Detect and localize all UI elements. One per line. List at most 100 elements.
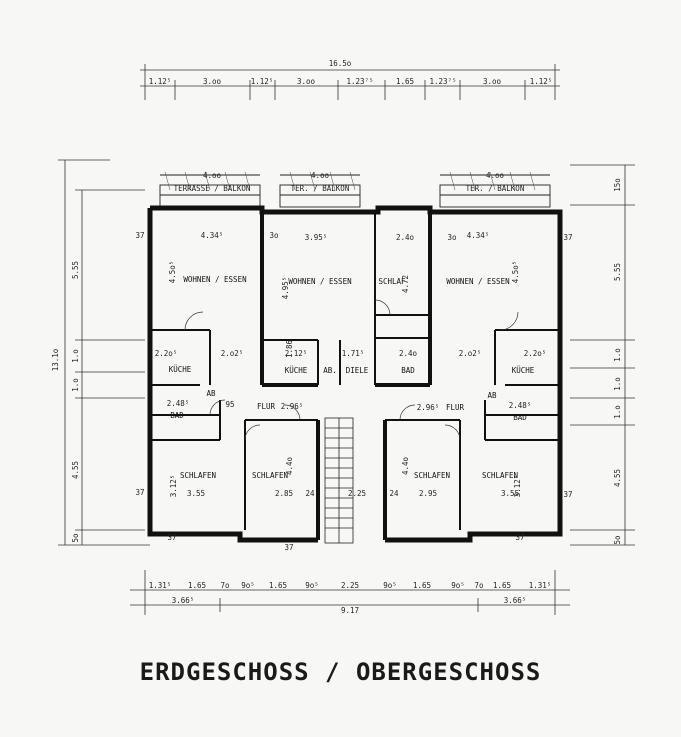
room-kueche-left: KÜCHE (169, 365, 192, 374)
left-dim-2: 1.o (71, 349, 80, 363)
balcony-3-label: TER. / BALKON (466, 184, 525, 193)
room-ab-right: AB (487, 391, 497, 400)
room-schlaf-mid: SCHLAF (378, 277, 406, 286)
top-dim-6: 1.65 (396, 77, 414, 86)
dim-s1: 2.4o (396, 233, 415, 242)
dim-k2: 2.12⁵ (285, 349, 308, 358)
dim-bad2: 2.48⁵ (509, 401, 532, 410)
left-dim-5: 5o (71, 533, 80, 543)
bottom-dim-11: 7o (474, 581, 484, 590)
dim-k1: 2.2o⁵ (155, 349, 178, 358)
wall-note-9: 24 (389, 489, 399, 498)
top-dimension-chain (140, 64, 560, 100)
dim-k3: 2.o2⁵ (459, 349, 482, 358)
door-swings (184, 299, 519, 441)
right-dimension-chain (570, 164, 635, 546)
page-title: ERDGESCHOSS / OBERGESCHOSS (139, 658, 542, 686)
wall-note-1: 37 (135, 231, 144, 240)
top-dim-2: 3.oo (203, 77, 222, 86)
bottom-dim-1: 1.31⁵ (149, 581, 172, 590)
dim-sl1h: 3.12⁵ (169, 475, 178, 498)
top-total-dim: 16.5o (329, 59, 352, 68)
top-dim-8: 3.oo (483, 77, 502, 86)
bottom-dim-10: 9o⁵ (451, 581, 465, 590)
right-dim-4: 1.o (613, 377, 622, 391)
dim-flur2: 2.96⁵ (417, 403, 440, 412)
balcony-1-width: 4.oo (203, 171, 222, 180)
room-diele: DIELE (346, 366, 369, 375)
dim-diele: 1.71⁵ (342, 349, 365, 358)
left-dim-1: 5.55 (71, 261, 80, 279)
room-flur-right: FLUR (446, 403, 465, 412)
room-schlafen-1: SCHLAFEN (180, 471, 216, 480)
wall-note-8: 24 (305, 489, 315, 498)
room-ab-mid: AB. (323, 366, 337, 375)
right-dim-6: 4.55 (613, 469, 622, 487)
dim-w3h: 4.5o⁵ (511, 261, 520, 284)
bottom-dim-8: 9o⁵ (383, 581, 397, 590)
right-dim-1: 15o (613, 178, 622, 192)
wall-note-6: 37 (284, 543, 293, 552)
dim-w3: 4.34⁵ (467, 231, 490, 240)
bottom-dimension-chain (130, 570, 570, 615)
top-dim-3: 1.12⁵ (251, 77, 274, 86)
balcony-2-label: TER. / BALKON (291, 184, 350, 193)
dim-w1h: 4.5o⁵ (168, 261, 177, 284)
left-dimension-chain (58, 159, 150, 546)
dim-w1: 4.34⁵ (201, 231, 224, 240)
bottom-dim-4: 9o⁵ (241, 581, 255, 590)
dim-k3b: 2.2o⁵ (524, 349, 547, 358)
top-dim-5: 1.23⁷⁵ (346, 77, 373, 86)
bottom-dim-3: 7o (220, 581, 230, 590)
top-dim-7: 1.23⁷⁵ (429, 77, 456, 86)
main-interior-walls (260, 212, 432, 540)
dim-flur1: 2.96⁵ (281, 402, 304, 411)
room-kueche-right: KÜCHE (512, 366, 535, 375)
bottom-dim-14: 3.66⁵ (172, 596, 195, 605)
left-dim-4: 4.55 (71, 461, 80, 479)
dim-sl1: 3.55 (187, 489, 205, 498)
outer-walls (147, 205, 563, 543)
bottom-dim-16: 3.66⁵ (504, 596, 527, 605)
balcony-hatching (164, 171, 536, 191)
room-wohnen-mid: WOHNEN / ESSEN (288, 277, 351, 286)
dim-w2: 3.95⁵ (305, 233, 328, 242)
dim-sl4h: 3.12⁵ (513, 475, 522, 498)
room-wohnen-left: WOHNEN / ESSEN (183, 275, 246, 284)
room-schlafen-4: SCHLAFEN (482, 471, 518, 480)
bottom-dim-2: 1.65 (188, 581, 206, 590)
room-flur-left: FLUR (257, 402, 276, 411)
room-schlafen-3: SCHLAFEN (414, 471, 450, 480)
right-dim-3: 1.o (613, 348, 622, 362)
wall-note-3: 37 (135, 488, 144, 497)
room-ab-left: AB (206, 389, 216, 398)
balcony-3-width: 4.oo (486, 171, 505, 180)
dim-sl4: 3.55 (501, 489, 519, 498)
room-bad-right: BAD (513, 413, 527, 422)
dim-w2h: 4.95⁵ (281, 277, 290, 300)
dim-sl3h: 4.4o (401, 456, 410, 475)
wall-note-4: 37 (563, 490, 572, 499)
dim-bad: 2.4o (399, 349, 418, 358)
bottom-dim-15: 9.17 (341, 606, 359, 615)
right-dim-5: 1.o (613, 405, 622, 419)
dim-sl2h: 4.4o (285, 456, 294, 475)
bottom-dim-7: 2.25 (341, 581, 359, 590)
dim-k1b: 2.o2⁵ (221, 349, 244, 358)
dim-sl2: 2.85 (275, 489, 293, 498)
top-dim-1: 1.12⁵ (149, 77, 172, 86)
bottom-dim-12: 1.65 (493, 581, 511, 590)
dim-stair: 2.25 (348, 489, 366, 498)
right-dim-7: 5o (613, 535, 622, 545)
dim-sl3: 2.95 (419, 489, 437, 498)
wall-note-7: 37 (515, 533, 524, 542)
bottom-dim-9: 1.65 (413, 581, 431, 590)
wall-note-10: 3o (269, 231, 279, 240)
left-total-dim: 13.1o (51, 348, 60, 371)
balconies (159, 174, 551, 208)
dim-bad1: 2.48⁵ (167, 399, 190, 408)
wall-note-11: 3o (447, 233, 457, 242)
bottom-dim-6: 9o⁵ (305, 581, 319, 590)
balcony-2-width: 4.oo (311, 171, 330, 180)
